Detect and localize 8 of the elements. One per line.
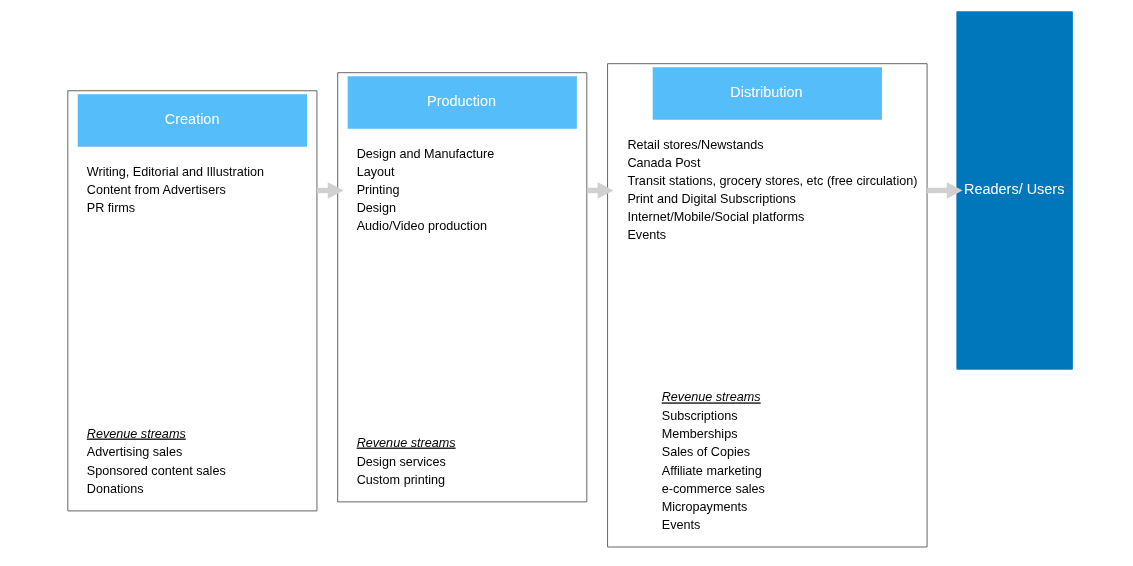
arrow: [927, 182, 963, 199]
node-text: Revenue streams Advertising sales Sponsored content sales Donations: [86, 426, 226, 496]
node-text: Retail stores/Newstands Canada Post Transit stations, grocery stores, etc (free circulation) Print and Digital Subscriptions Internet/Mobile/Social platforms Events: [627, 138, 918, 243]
node-text: Writing, Editorial and Illustration Content from Advertisers PR firms: [86, 165, 265, 216]
node-text: Design and Manufacture Layout Printing Design Audio/Video production: [356, 147, 495, 234]
node-box: Readers/ Users: [956, 11, 1073, 370]
node-text: Revenue streams Design services Custom printing: [356, 435, 456, 487]
node-text: Revenue streams Subscriptions Memberships Sales of Copies Affiliate marketing e-commerce sales Micropayments Events: [661, 390, 765, 532]
